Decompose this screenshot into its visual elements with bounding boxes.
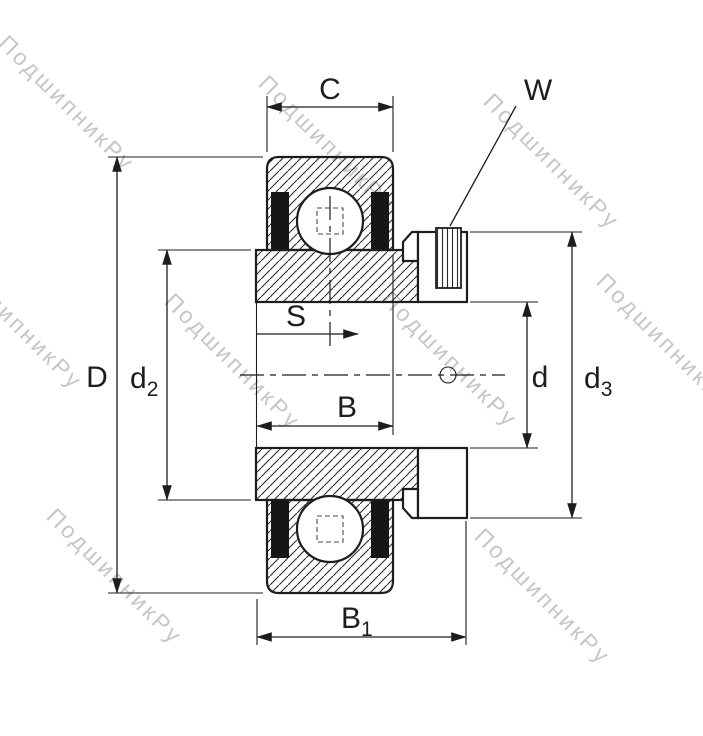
- label-d3: d3: [584, 362, 612, 401]
- label-d2-base: d: [130, 362, 147, 395]
- label-D: D: [86, 361, 108, 394]
- centerlines: [240, 196, 505, 384]
- dimension-d2: [158, 249, 251, 501]
- label-B1-sub: 1: [361, 618, 373, 641]
- locking-collar-lower: [416, 446, 469, 520]
- ball-lower: [295, 494, 365, 564]
- dimension-D: [108, 156, 263, 594]
- label-B1-base: B: [341, 602, 361, 635]
- label-S: S: [286, 300, 306, 333]
- collar-step-lower: [401, 487, 420, 520]
- cage-lower: [316, 515, 344, 543]
- dimension-B1: [256, 521, 467, 645]
- label-d2-sub: 2: [147, 378, 159, 401]
- label-B1: B1: [341, 602, 373, 641]
- seal-upper-right: [371, 192, 389, 250]
- collar-step-upper: [401, 230, 420, 263]
- seal-upper-left: [271, 192, 289, 250]
- screw-hole-mark: [439, 366, 457, 384]
- label-d: d: [532, 361, 549, 394]
- inner-ring-lower-section: [254, 446, 420, 502]
- label-d2: d2: [130, 362, 158, 401]
- seal-lower-right: [371, 500, 389, 558]
- seal-lower-left: [271, 500, 289, 558]
- inner-ring-upper-section: [254, 248, 420, 304]
- leader-line-W: [449, 105, 517, 227]
- label-W: W: [524, 74, 553, 107]
- dimension-d3: [470, 231, 582, 519]
- label-d3-sub: 3: [601, 378, 613, 401]
- dimension-C: [266, 96, 394, 152]
- set-screw: [435, 227, 462, 289]
- dimension-W-leader: [449, 105, 517, 227]
- label-d3-base: d: [584, 362, 601, 395]
- dimension-B: [256, 255, 394, 435]
- label-C: C: [319, 73, 341, 106]
- dimension-d: [470, 301, 538, 449]
- label-B: B: [337, 391, 357, 424]
